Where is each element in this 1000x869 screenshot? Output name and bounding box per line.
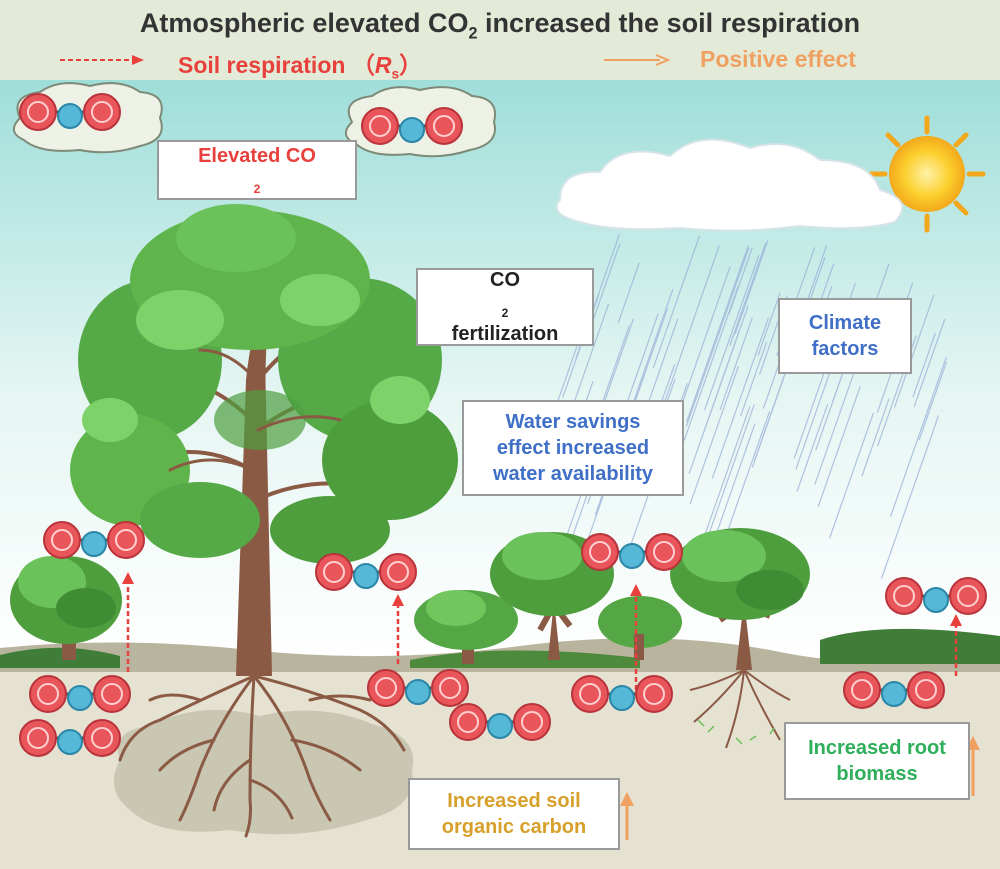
callout-root-biomass-line-1: Increased root xyxy=(808,737,946,759)
rain-streak xyxy=(686,244,750,423)
sun-icon xyxy=(868,115,986,233)
legend-soil-respiration-label: Soil respiration xyxy=(178,52,346,78)
callout-elevated-co2-text: Elevated CO xyxy=(198,144,316,167)
rain-streak xyxy=(697,406,751,554)
legend-rs-subscript: s xyxy=(391,66,400,82)
rain-streak xyxy=(680,266,731,406)
rain-streak xyxy=(728,247,753,314)
rain-streak xyxy=(751,360,791,468)
rain-streak xyxy=(688,329,741,475)
big-tree-roots xyxy=(118,674,406,838)
big-tree-inner-branches xyxy=(168,348,342,472)
root-sprigs xyxy=(697,719,775,745)
rain-streak xyxy=(734,240,769,335)
tree-right xyxy=(670,528,810,670)
callout-water-savings-line-1: Water savings xyxy=(505,411,641,433)
callout-soil-organic-carbon-line-1: Increased soil xyxy=(447,790,581,812)
callout-root-biomass: Increased root biomass xyxy=(784,722,970,800)
legend-paren-close: ） xyxy=(399,52,423,78)
legend-rs-symbol: R xyxy=(374,52,392,78)
legend-paren-open: （ xyxy=(351,52,375,78)
rain-streak xyxy=(880,415,940,579)
callout-co2-fertilization-subscript: 2 xyxy=(501,305,509,320)
diagram-title: Atmospheric elevated CO2 increased the s… xyxy=(0,8,1000,43)
rain-streak xyxy=(719,317,753,410)
callout-water-savings-line-2: effect increased xyxy=(496,437,650,459)
rain-streak xyxy=(913,318,946,408)
rain-streak xyxy=(814,357,860,485)
legend-positive-effect: Positive effect xyxy=(700,46,856,72)
legend-dashed-arrow-icon xyxy=(60,55,144,65)
rain-streak xyxy=(889,356,947,517)
rain-streak xyxy=(918,361,948,441)
header-band xyxy=(0,0,1000,80)
small-tree-roots xyxy=(689,669,791,749)
legend-soil-respiration: Soil respiration （Rs） xyxy=(178,46,422,82)
callout-water-savings: Water savings effect increased water ava… xyxy=(462,400,684,496)
callout-water-savings-line-3: water availability xyxy=(492,463,654,485)
rain-streak xyxy=(912,332,936,398)
callout-co2-fertilization-co2: CO xyxy=(490,268,520,291)
grass-patches xyxy=(0,628,1000,668)
white-cloud xyxy=(555,138,904,232)
title-prefix: Atmospheric elevated CO xyxy=(139,8,469,38)
callout-climate-factors: Climate factors xyxy=(778,298,912,374)
rain-streak xyxy=(817,386,861,507)
big-tree-canopy xyxy=(70,204,458,564)
rain-streak xyxy=(617,262,640,324)
callout-elevated-co2: Elevated CO 2 xyxy=(157,140,357,200)
callout-elevated-co2-subscript: 2 xyxy=(253,181,261,196)
rain-streak xyxy=(708,404,755,536)
small-tree-left xyxy=(10,556,122,660)
rain-streak xyxy=(685,247,750,427)
callout-co2-fertilization-label: fertilization xyxy=(451,323,559,346)
small-tree-center-left xyxy=(414,590,518,664)
rain-streak xyxy=(828,412,874,539)
legend-solid-arrow-icon xyxy=(604,54,670,66)
callout-soil-organic-carbon: Increased soil organic carbon xyxy=(408,778,620,850)
rain-streak xyxy=(660,245,720,412)
rain-streak xyxy=(652,235,701,369)
callout-climate-factors-line-1: Climate xyxy=(808,312,882,334)
rain-streak xyxy=(729,242,767,346)
rain-streak xyxy=(590,243,621,327)
callout-root-biomass-line-2: biomass xyxy=(836,763,918,785)
rain-streak xyxy=(796,403,829,492)
rain-streak xyxy=(711,317,770,479)
soil-organic-carbon-patch xyxy=(113,709,414,835)
rain-streak xyxy=(861,398,890,477)
callout-soil-organic-carbon-line-2: organic carbon xyxy=(441,816,587,838)
title-subscript: 2 xyxy=(468,24,478,43)
rain-streak xyxy=(703,254,760,411)
rain-streak xyxy=(689,365,739,505)
soil-respiration-arrows xyxy=(122,572,962,690)
title-suffix: increased the soil respiration xyxy=(477,8,861,38)
callout-co2-fertilization: CO 2 fertilization xyxy=(416,268,594,346)
rain-streak xyxy=(740,341,768,417)
rain-streak xyxy=(757,292,781,356)
rain-streak xyxy=(893,294,935,408)
callout-climate-factors-line-2: factors xyxy=(811,338,879,360)
rain-streak xyxy=(683,286,739,441)
